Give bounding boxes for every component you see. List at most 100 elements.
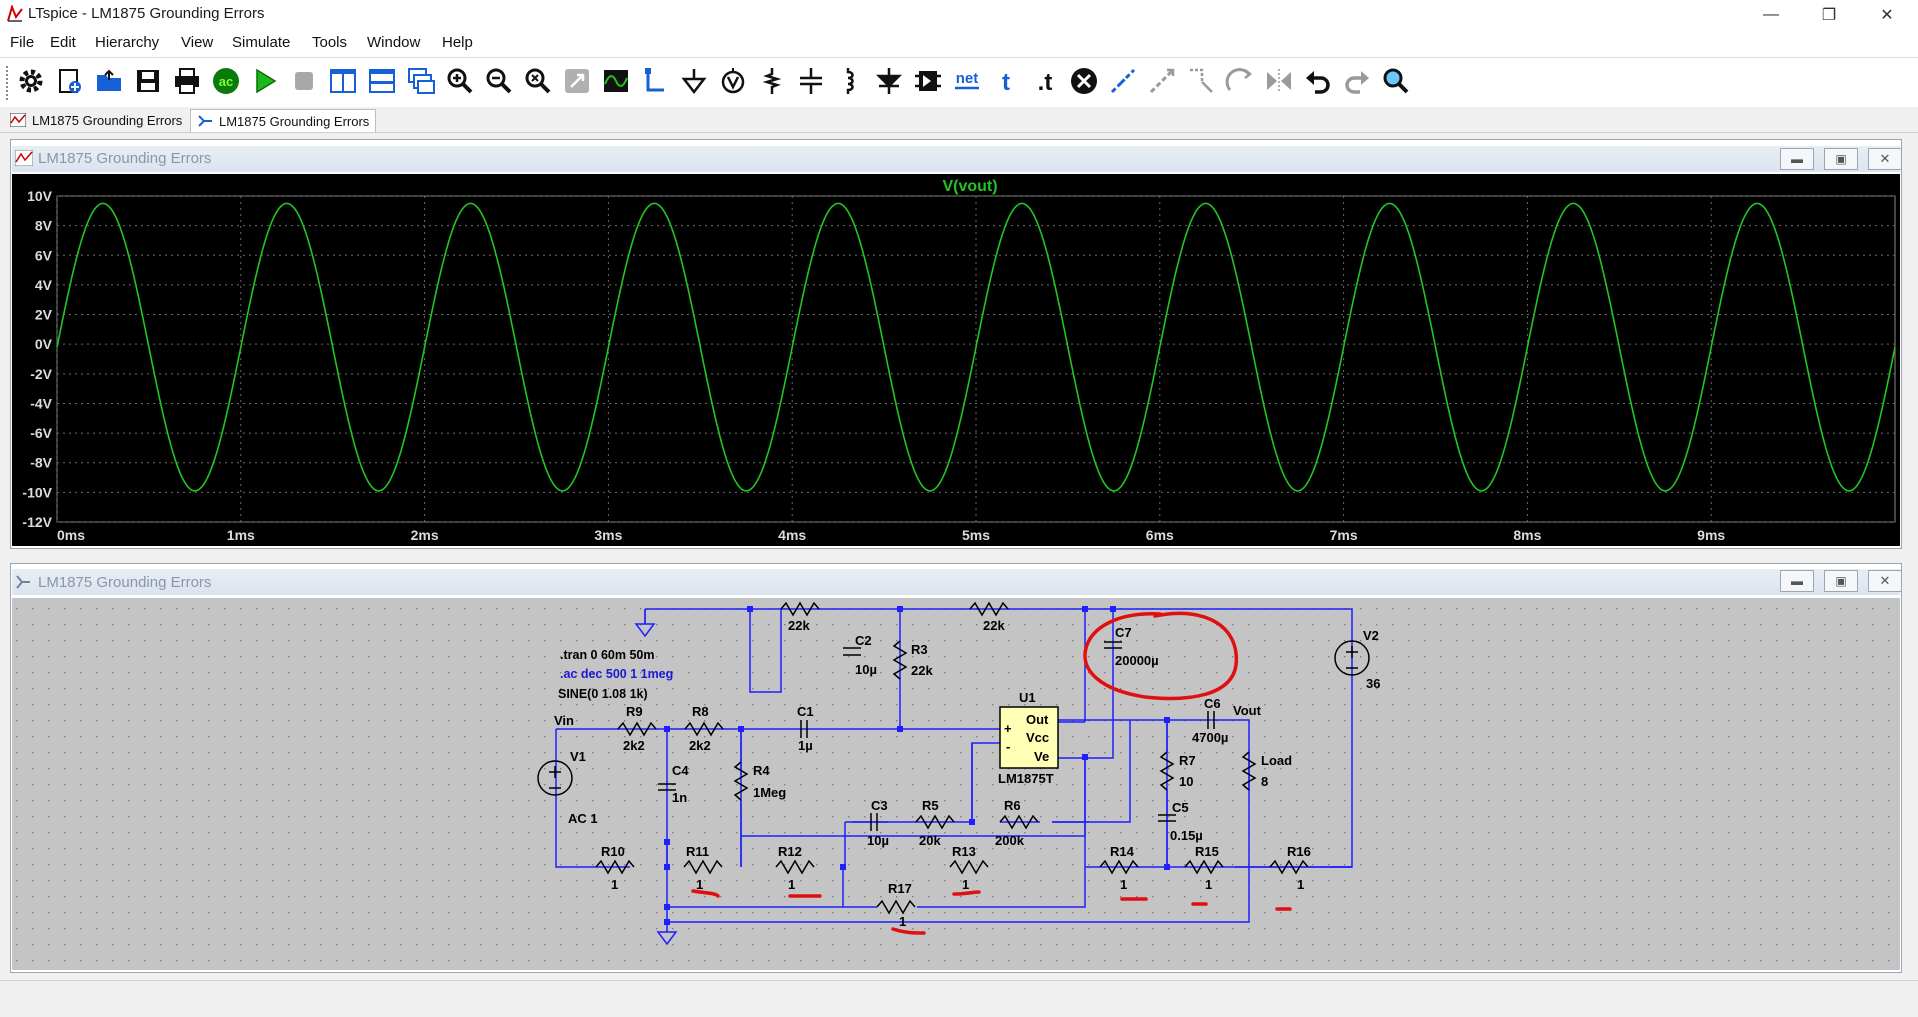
ac-analysis-button[interactable]: ac	[209, 64, 243, 98]
toolbar-grip[interactable]	[6, 66, 11, 100]
c2-label[interactable]: C2	[855, 633, 872, 648]
c1-label[interactable]: C1	[797, 704, 814, 719]
r13-value[interactable]: 1	[962, 877, 969, 892]
tab-waveform[interactable]: LM1875 Grounding Errors	[4, 109, 188, 131]
waveform-maximize-button[interactable]: ▣	[1824, 148, 1858, 170]
place-ground-button[interactable]	[677, 64, 711, 98]
rotate-button[interactable]	[1223, 64, 1257, 98]
c1-value[interactable]: 1µ	[798, 738, 813, 753]
v1-sine-value[interactable]: SINE(0 1.08 1k)	[558, 687, 648, 701]
menu-view[interactable]: View	[181, 34, 214, 51]
find-button[interactable]	[1379, 64, 1413, 98]
load-label[interactable]: Load	[1261, 753, 1292, 768]
mirror-button[interactable]	[1262, 64, 1296, 98]
place-component-button[interactable]	[911, 64, 945, 98]
tile-vertical-button[interactable]	[326, 64, 360, 98]
c7-value[interactable]: 20000µ	[1115, 653, 1159, 668]
schematic-close-button[interactable]: ✕	[1868, 570, 1902, 592]
minimize-button[interactable]: —	[1748, 0, 1794, 29]
zoom-fit-button[interactable]	[521, 64, 555, 98]
v2-value[interactable]: 36	[1366, 676, 1380, 691]
menu-window[interactable]: Window	[367, 34, 421, 51]
r8-label[interactable]: R8	[692, 704, 709, 719]
schematic-minimize-button[interactable]: ▬	[1780, 570, 1814, 592]
menu-help[interactable]: Help	[442, 34, 473, 51]
net-label-vout[interactable]: Vout	[1233, 703, 1262, 718]
place-capacitor-button[interactable]	[794, 64, 828, 98]
r14-value[interactable]: 1	[1120, 877, 1127, 892]
r13-label[interactable]: R13	[952, 844, 976, 859]
zoom-cancel-button[interactable]	[560, 64, 594, 98]
net-label-vin[interactable]: Vin	[554, 713, 574, 728]
v1-label[interactable]: V1	[570, 749, 586, 764]
drag-button[interactable]	[1184, 64, 1218, 98]
r12-label[interactable]: R12	[778, 844, 802, 859]
plot-title[interactable]: V(vout)	[942, 178, 997, 195]
c3-value[interactable]: 10µ	[867, 833, 889, 848]
place-diode-button[interactable]	[872, 64, 906, 98]
c5-value[interactable]: 0.15µ	[1170, 828, 1203, 843]
menu-hierarchy[interactable]: Hierarchy	[95, 34, 160, 51]
tile-horizontal-button[interactable]	[365, 64, 399, 98]
r-top2-value[interactable]: 22k	[983, 618, 1005, 633]
spice-directive-button[interactable]: .t	[1028, 64, 1062, 98]
r5-value[interactable]: 20k	[919, 833, 941, 848]
v1-value[interactable]: AC 1	[568, 811, 598, 826]
load-value[interactable]: 8	[1261, 774, 1268, 789]
r11-value[interactable]: 1	[696, 877, 703, 892]
r9-label[interactable]: R9	[626, 704, 643, 719]
voltage-probe-button[interactable]	[716, 64, 750, 98]
duplicate-button[interactable]	[1106, 64, 1140, 98]
schematic-canvas[interactable]: .tran 0 60m 50m .ac dec 500 1 1meg SINE(…	[12, 598, 1900, 970]
r5-label[interactable]: R5	[922, 798, 939, 813]
r-top1-value[interactable]: 22k	[788, 618, 810, 633]
r4-value[interactable]: 1Meg	[753, 785, 786, 800]
menu-edit[interactable]: Edit	[50, 34, 76, 51]
c3-label[interactable]: C3	[871, 798, 888, 813]
u1-value[interactable]: LM1875T	[998, 771, 1054, 786]
r12-value[interactable]: 1	[788, 877, 795, 892]
c6-value[interactable]: 4700µ	[1192, 730, 1228, 745]
r3-label[interactable]: R3	[911, 642, 928, 657]
menu-file[interactable]: File	[10, 34, 35, 51]
c7-label[interactable]: C7	[1115, 625, 1132, 640]
r7-value[interactable]: 10	[1179, 774, 1193, 789]
r9-value[interactable]: 2k2	[623, 738, 645, 753]
move-button[interactable]	[1145, 64, 1179, 98]
print-button[interactable]	[170, 64, 204, 98]
place-resistor-button[interactable]	[755, 64, 789, 98]
r17-value[interactable]: 1	[899, 914, 906, 929]
open-button[interactable]	[92, 64, 126, 98]
r15-value[interactable]: 1	[1205, 877, 1212, 892]
c6-label[interactable]: C6	[1204, 696, 1221, 711]
v2-label[interactable]: V2	[1363, 628, 1379, 643]
save-button[interactable]	[131, 64, 165, 98]
c5-label[interactable]: C5	[1172, 800, 1189, 815]
directive-tran[interactable]: .tran 0 60m 50m	[560, 648, 655, 662]
place-text-button[interactable]: t	[989, 64, 1023, 98]
schematic-maximize-button[interactable]: ▣	[1824, 570, 1858, 592]
waveform-minimize-button[interactable]: ▬	[1780, 148, 1814, 170]
r4-label[interactable]: R4	[753, 763, 770, 778]
r10-label[interactable]: R10	[601, 844, 625, 859]
delete-button[interactable]	[1067, 64, 1101, 98]
waveform-close-button[interactable]: ✕	[1868, 148, 1902, 170]
redo-button[interactable]	[1340, 64, 1374, 98]
c2-value[interactable]: 10µ	[855, 662, 877, 677]
tab-schematic[interactable]: LM1875 Grounding Errors	[190, 109, 377, 132]
r14-label[interactable]: R14	[1110, 844, 1135, 859]
zoom-out-button[interactable]	[482, 64, 516, 98]
r7-label[interactable]: R7	[1179, 753, 1196, 768]
c4-label[interactable]: C4	[672, 763, 689, 778]
r6-label[interactable]: R6	[1004, 798, 1021, 813]
u1-label[interactable]: U1	[1019, 690, 1036, 705]
r16-label[interactable]: R16	[1287, 844, 1311, 859]
r17-label[interactable]: R17	[888, 881, 912, 896]
r6-value[interactable]: 200k	[995, 833, 1025, 848]
zoom-in-button[interactable]	[443, 64, 477, 98]
run-button[interactable]	[248, 64, 282, 98]
close-window-button[interactable]: ✕	[1864, 0, 1910, 29]
opamp-u1-body[interactable]	[999, 706, 1059, 769]
c4-value[interactable]: 1n	[672, 790, 687, 805]
series-vout-trace[interactable]	[56, 202, 1896, 492]
